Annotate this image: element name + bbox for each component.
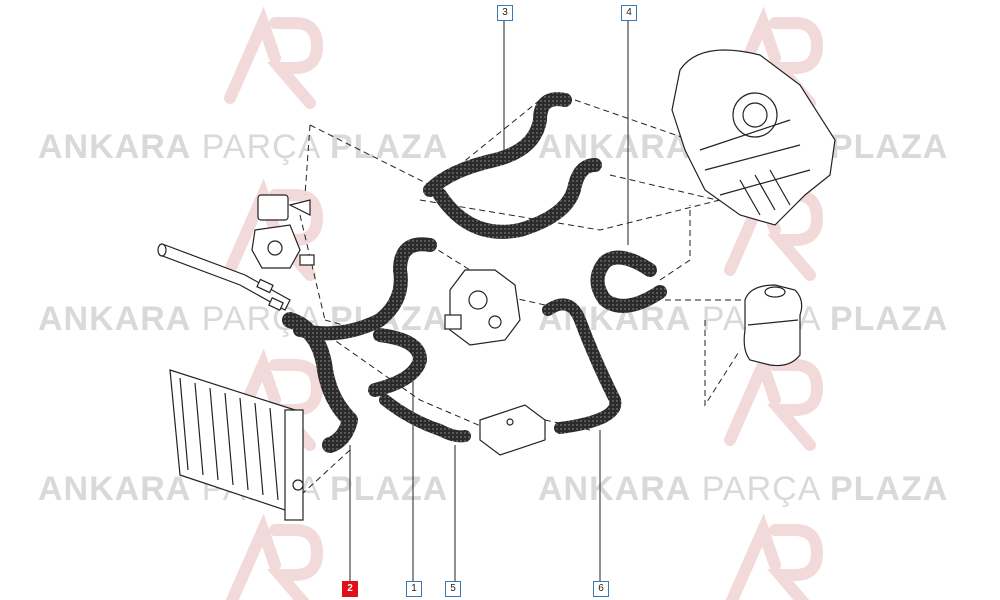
logo-mark	[725, 513, 824, 600]
thermostat-housing	[444, 269, 521, 346]
logo-mark	[224, 6, 324, 109]
hose-3	[423, 92, 572, 197]
hose-1-lower	[368, 328, 427, 397]
callout-1[interactable]: 1	[406, 581, 422, 597]
callout-4[interactable]: 4	[621, 5, 637, 21]
hose-4	[590, 250, 667, 313]
hose-6	[542, 298, 622, 434]
logo-mark	[724, 348, 824, 451]
callout-5[interactable]: 5	[445, 581, 461, 597]
logo-mark	[225, 513, 324, 600]
heat-exchanger	[479, 404, 546, 456]
callout-6[interactable]: 6	[593, 581, 609, 597]
expansion-tank	[743, 284, 803, 367]
hose-1	[293, 237, 437, 341]
rigid-pipe	[157, 243, 291, 311]
radiator	[169, 369, 304, 521]
hoses	[282, 92, 667, 453]
water-valve	[251, 194, 315, 269]
callout-2-selected[interactable]: 2	[342, 581, 358, 597]
callout-3[interactable]: 3	[497, 5, 513, 21]
hose-3-branch	[433, 158, 602, 239]
watermark-text: ANKARA PARÇA PLAZA	[38, 128, 449, 166]
hose-5	[379, 394, 471, 443]
watermark-text: ANKARA PARÇA PLAZA	[538, 470, 949, 508]
heater-housing	[671, 49, 836, 226]
